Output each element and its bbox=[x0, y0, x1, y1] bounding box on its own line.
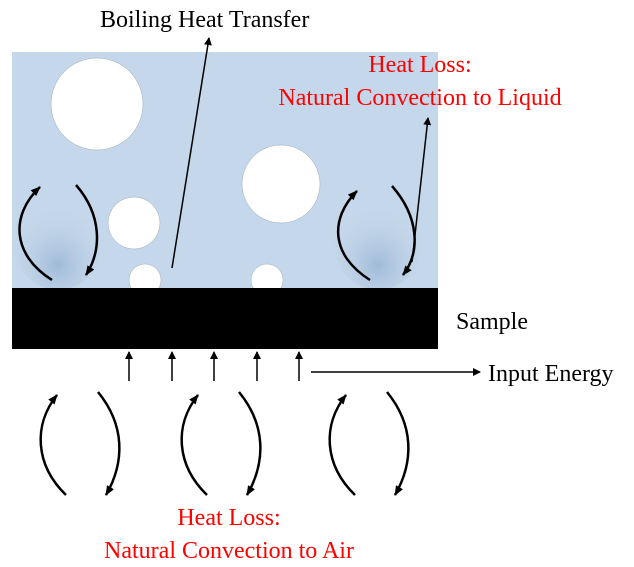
air-arrow-1-down bbox=[97, 391, 121, 496]
air-arrow-2-up bbox=[180, 394, 208, 496]
input-energy-arrows bbox=[125, 351, 303, 381]
convection-cell-left bbox=[13, 190, 103, 290]
liquid-convection-arrow-left-down bbox=[75, 184, 99, 276]
bubble-large bbox=[50, 57, 144, 151]
boiling-heat-transfer-label: Boiling Heat Transfer bbox=[100, 7, 309, 33]
air-arrow-3-up bbox=[328, 394, 356, 496]
air-arrow-1-up bbox=[39, 394, 67, 496]
air-heat-loss-label-line2: Natural Convection to Air bbox=[104, 538, 354, 564]
bubble-medium-left bbox=[107, 196, 161, 250]
liquid-loss-pointer-arrow bbox=[411, 117, 432, 263]
input-energy-label: Input Energy bbox=[488, 361, 614, 387]
liquid-heat-loss-label-line1: Heat Loss: bbox=[368, 52, 471, 78]
boiling-pointer-arrow bbox=[171, 37, 212, 269]
liquid-convection-arrow-right-up bbox=[337, 190, 371, 282]
air-heat-loss-label-line1: Heat Loss: bbox=[177, 505, 280, 531]
sample-block bbox=[12, 288, 438, 349]
liquid-convection-arrow-right-down bbox=[391, 185, 416, 276]
air-arrow-3-down bbox=[386, 391, 410, 496]
liquid-heat-loss-label-line2: Natural Convection to Liquid bbox=[278, 85, 561, 111]
convection-cell-right bbox=[333, 190, 423, 290]
bubble-medium-right bbox=[241, 144, 321, 224]
liquid-convection-arrow-left-up bbox=[18, 186, 53, 282]
sample-label: Sample bbox=[456, 309, 528, 335]
air-convection-arrows bbox=[39, 391, 410, 496]
air-arrow-2-down bbox=[238, 391, 262, 496]
